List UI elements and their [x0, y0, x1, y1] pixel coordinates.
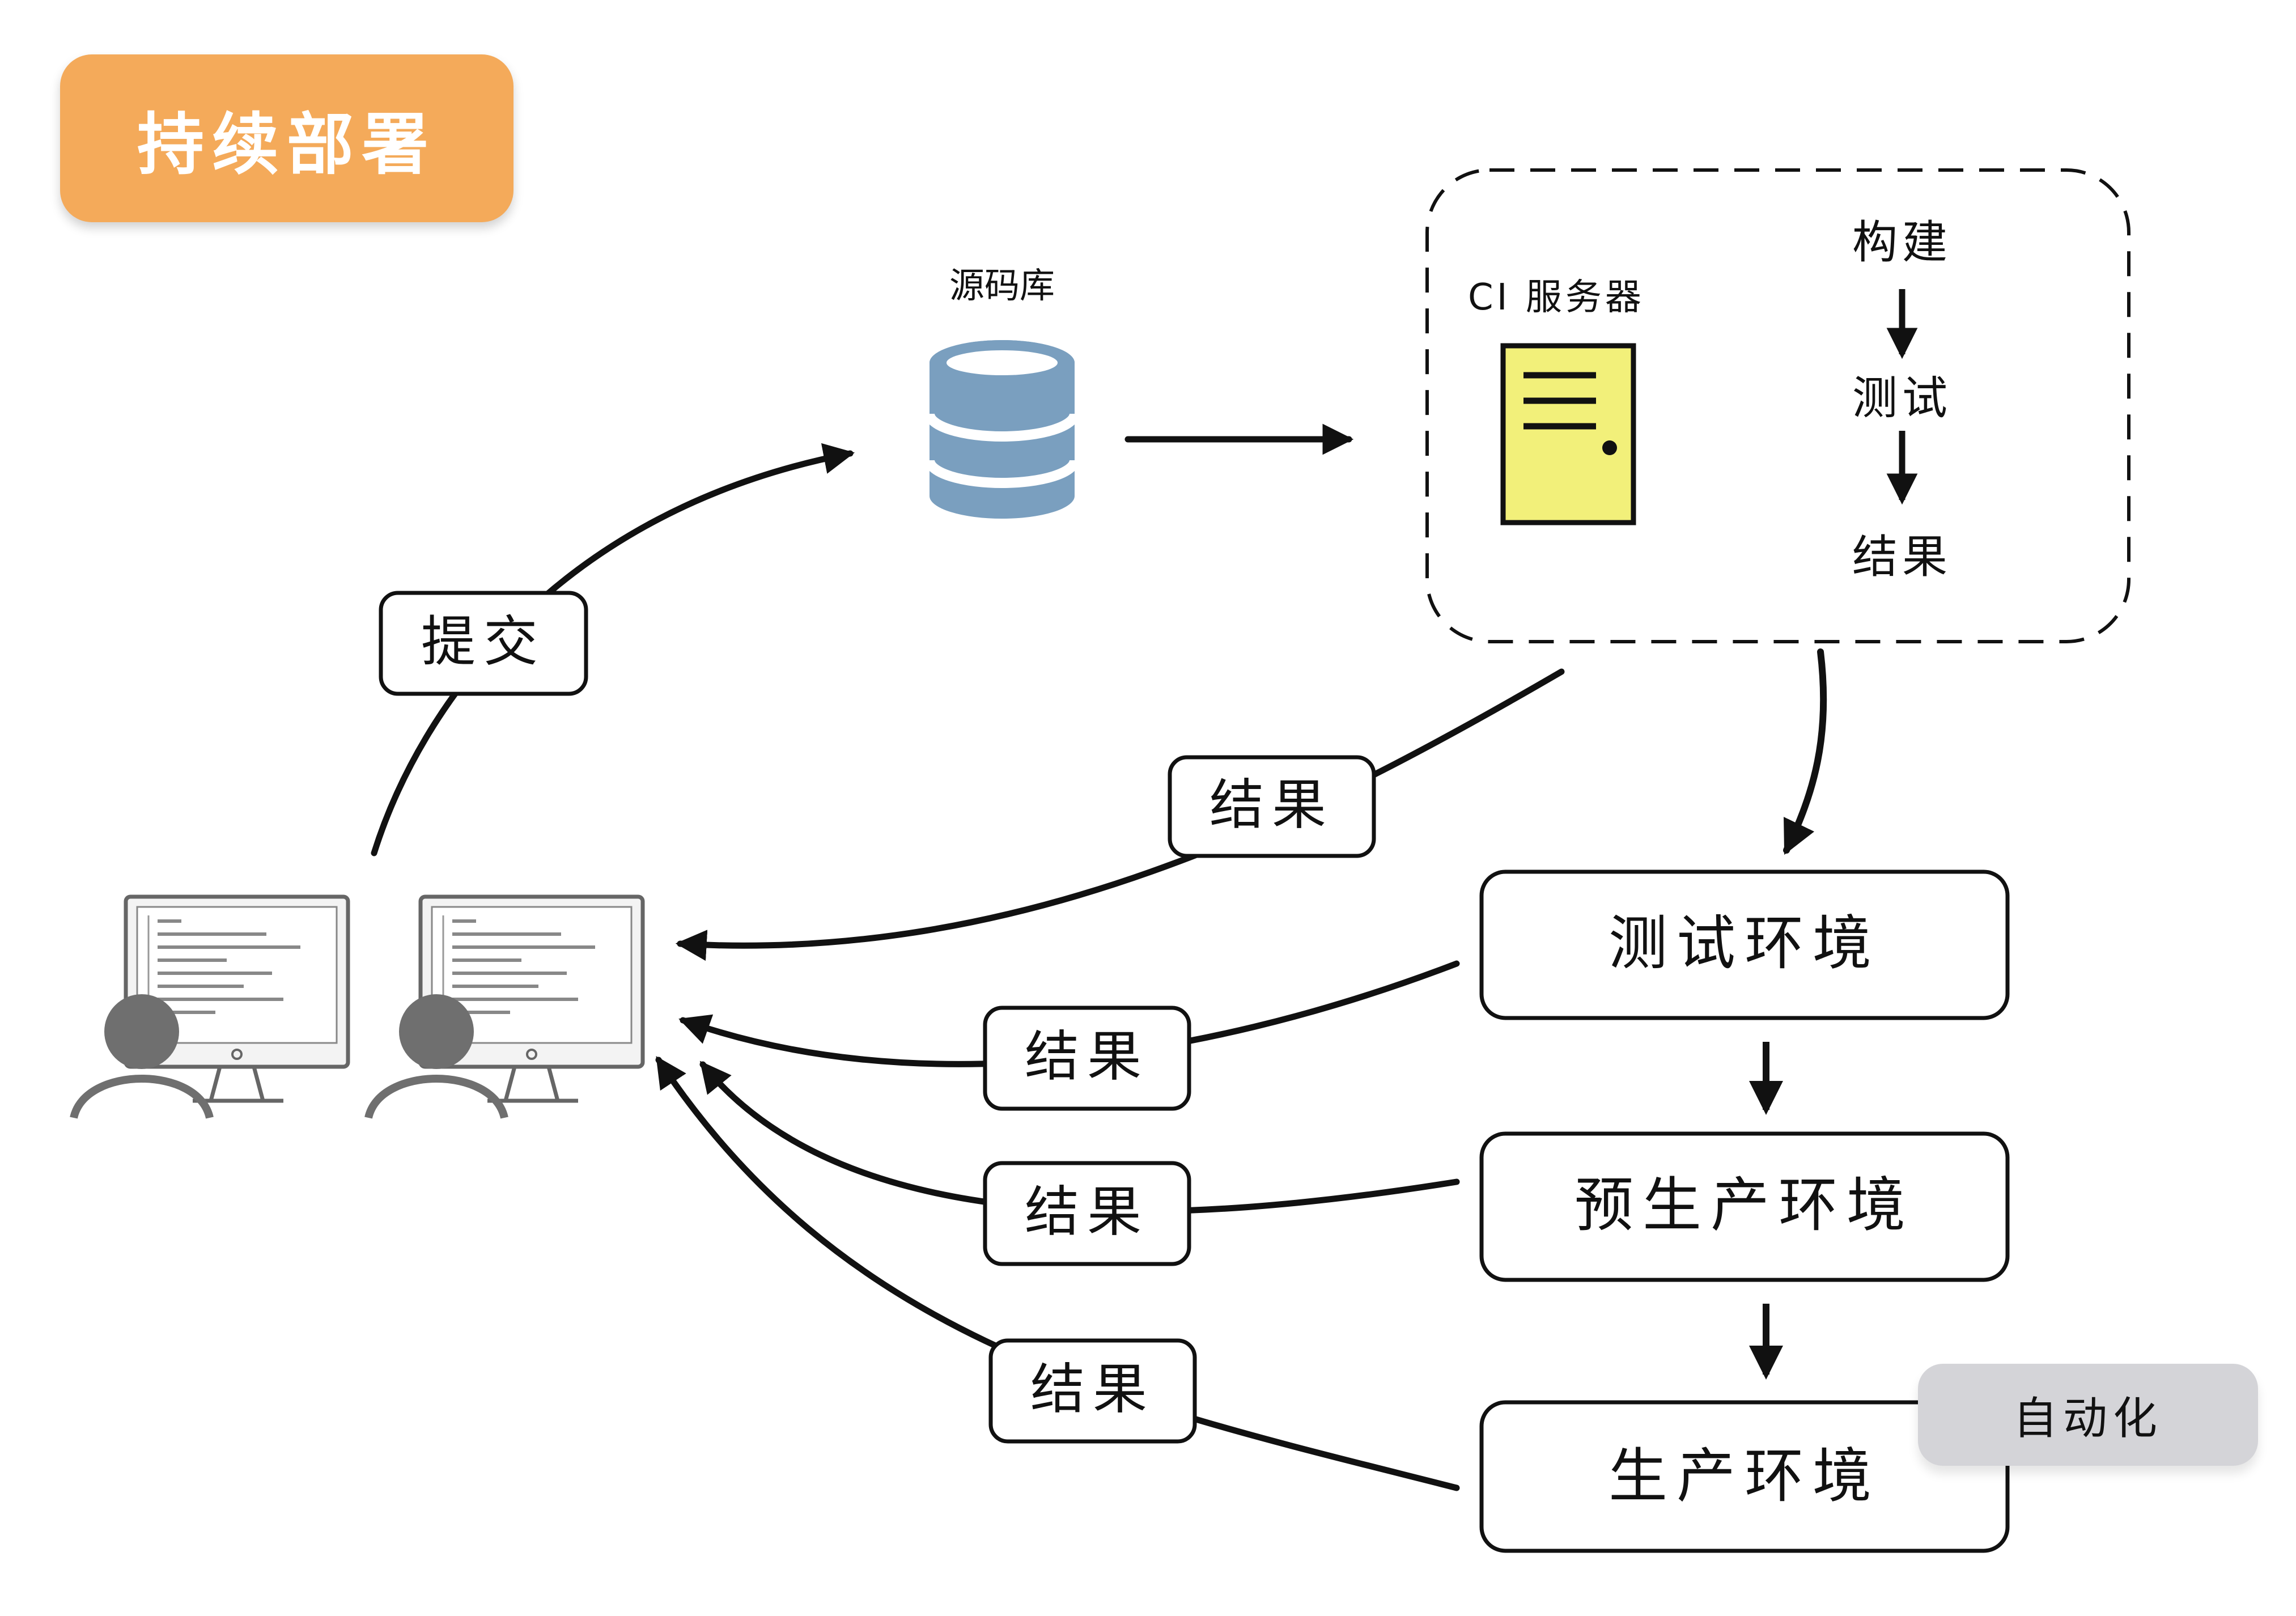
- automation-badge: 自动化: [1918, 1364, 2258, 1466]
- test-env-result-label: 结果: [1025, 1025, 1149, 1088]
- ci-result-arrow: [675, 668, 1565, 961]
- preprod-env-label: 预生产环境: [1574, 1170, 1915, 1240]
- test-env-result-label-box: [983, 1006, 1191, 1111]
- test-env-label: 测试环境: [1609, 909, 1881, 978]
- automation-label: 自动化: [2013, 1393, 2163, 1444]
- prod-result-label-box: [988, 1338, 1197, 1444]
- repo-label: 源码库: [949, 265, 1055, 306]
- preprod-env-box: [1479, 1131, 2010, 1282]
- test-env-box: [1479, 869, 2010, 1020]
- monitor-icon: [124, 894, 350, 1103]
- prod-env-box: [1479, 1400, 2010, 1553]
- preprod-result-label: 结果: [1025, 1180, 1149, 1244]
- ci-server-box: [1425, 168, 2131, 643]
- ci-server-label: CI 服务器: [1468, 277, 1645, 319]
- commit-label: 提交: [421, 610, 546, 673]
- preprod-result-label-box: [983, 1161, 1191, 1266]
- ci-step-build: 构建: [1852, 216, 1952, 269]
- ci-result-label: 结果: [1209, 773, 1334, 837]
- ci-step-test: 测试: [1852, 372, 1952, 425]
- ci-step-result: 结果: [1852, 531, 1952, 583]
- prod-env-label: 生产环境: [1609, 1441, 1881, 1511]
- user-avatar-icon: [70, 994, 214, 1119]
- ci-to-test-env-arrow: [1783, 648, 1827, 855]
- commit-label-box: [379, 591, 588, 696]
- developer-workstation-1: [70, 894, 350, 1119]
- ci-result-label-box: [1168, 755, 1376, 858]
- title-badge: 持续部署: [60, 54, 513, 222]
- diagram-title: 持续部署: [137, 105, 436, 184]
- database-icon: [924, 340, 1080, 519]
- prod-result-label: 结果: [1030, 1358, 1155, 1421]
- server-icon: [1500, 343, 1636, 525]
- monitor-icon: [418, 894, 645, 1103]
- developer-workstation-2: [364, 894, 645, 1119]
- user-avatar-icon: [364, 994, 508, 1119]
